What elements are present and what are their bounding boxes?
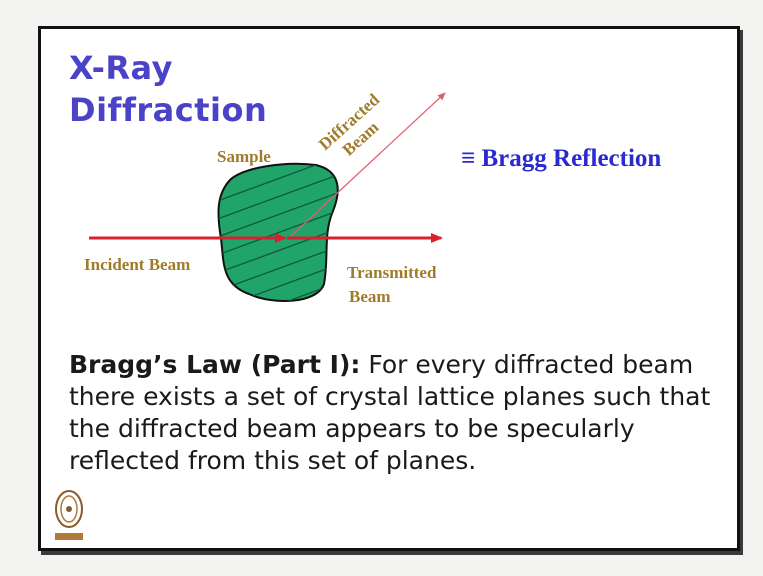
- diffraction-diagram: Sample Diffracted Beam Incident Beam Tra…: [84, 87, 446, 306]
- slide-title: X-Ray Diffraction: [69, 47, 267, 131]
- slide: X-Ray Diffraction: [38, 26, 740, 551]
- sample-label: Sample: [217, 147, 271, 166]
- title-line-2: Diffraction: [69, 91, 268, 129]
- braggs-law-text: For every diffracted beam there exists a…: [69, 350, 711, 475]
- institution-logo-icon: [55, 490, 83, 540]
- braggs-law-statement: Bragg’s Law (Part I): For every diffract…: [69, 349, 729, 477]
- diffracted-beam-arrow: [290, 92, 446, 237]
- transmitted-beam-label-line-1: Transmitted: [347, 263, 437, 282]
- braggs-law-title: Bragg’s Law (Part I):: [69, 350, 361, 379]
- transmitted-beam-label-line-2: Beam: [349, 287, 391, 306]
- bragg-reflection-equivalence: ≡ Bragg Reflection: [461, 145, 662, 172]
- incident-beam-label: Incident Beam: [84, 255, 190, 274]
- diffracted-beam-label: Diffracted Beam: [315, 87, 400, 169]
- title-line-1: X-Ray: [69, 49, 173, 87]
- sample-crystal: [217, 162, 339, 302]
